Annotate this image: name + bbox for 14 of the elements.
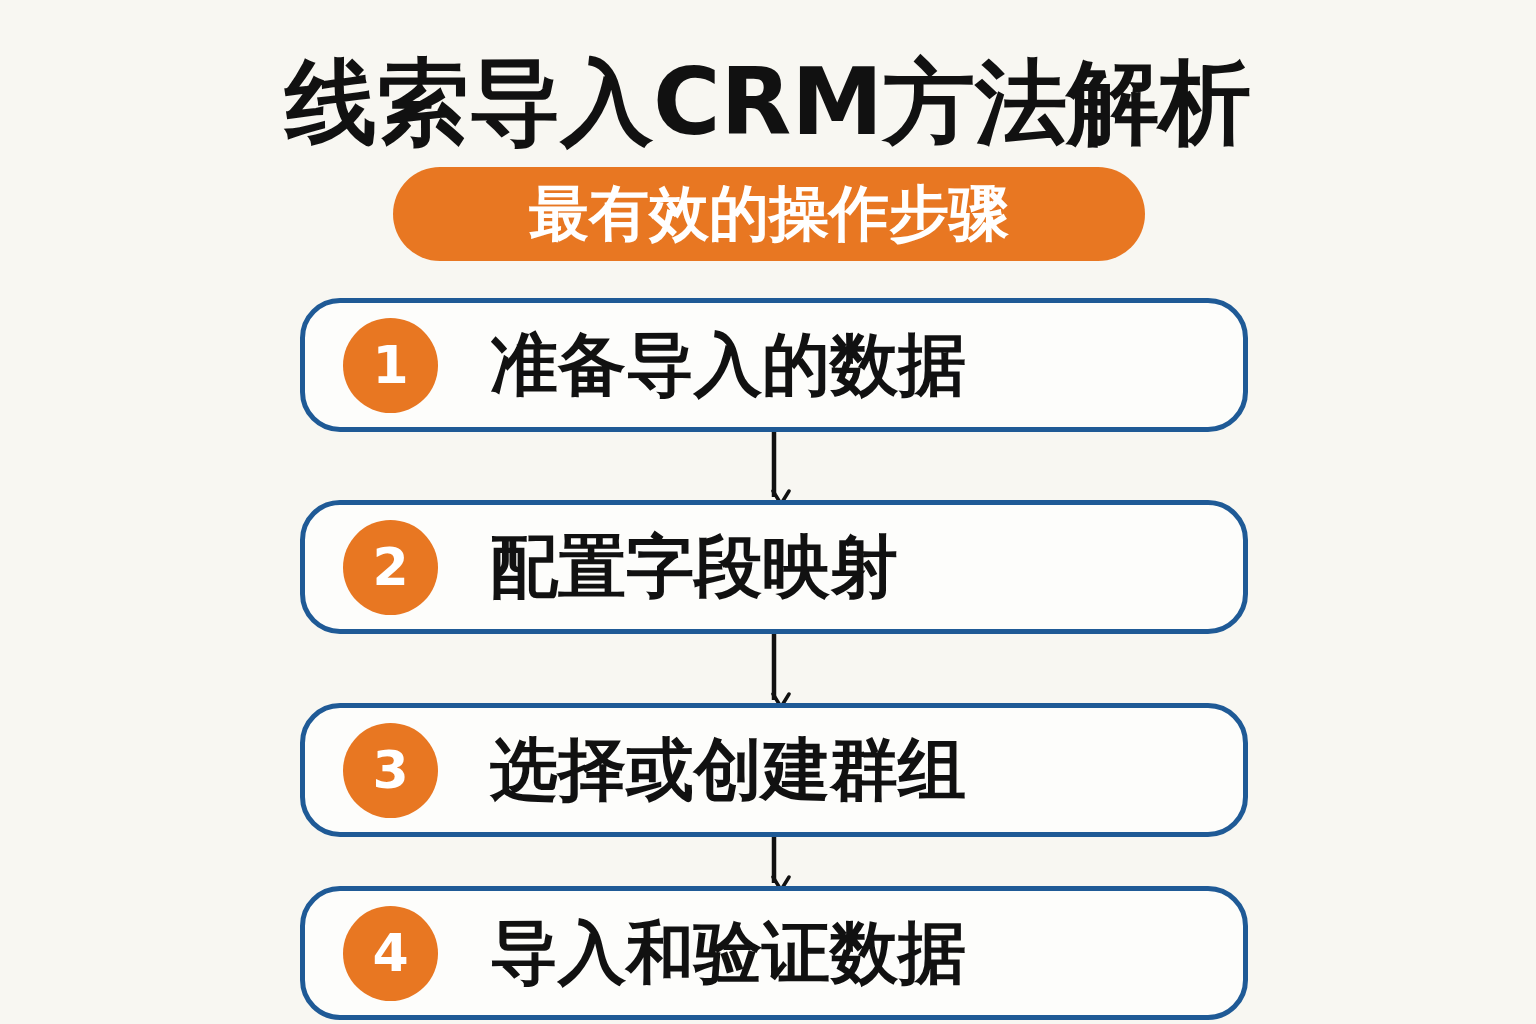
step-label: 准备导入的数据	[490, 323, 966, 406]
number-circle: 2	[343, 519, 438, 615]
step-label: 导入和验证数据	[490, 911, 966, 994]
number-circle: 4	[343, 905, 438, 1001]
step-label: 选择或创建群组	[490, 728, 966, 811]
step-box	[300, 886, 1248, 1020]
title: 线索导入CRM方法解析	[283, 48, 1252, 158]
step-box	[300, 298, 1248, 432]
subtitle-banner: 最有效的操作步骤	[393, 167, 1145, 261]
step-box	[300, 500, 1248, 634]
number-circle: 1	[343, 317, 438, 413]
step-box	[300, 703, 1248, 837]
step-label: 配置字段映射	[490, 525, 898, 608]
number-circle: 3	[343, 722, 438, 818]
